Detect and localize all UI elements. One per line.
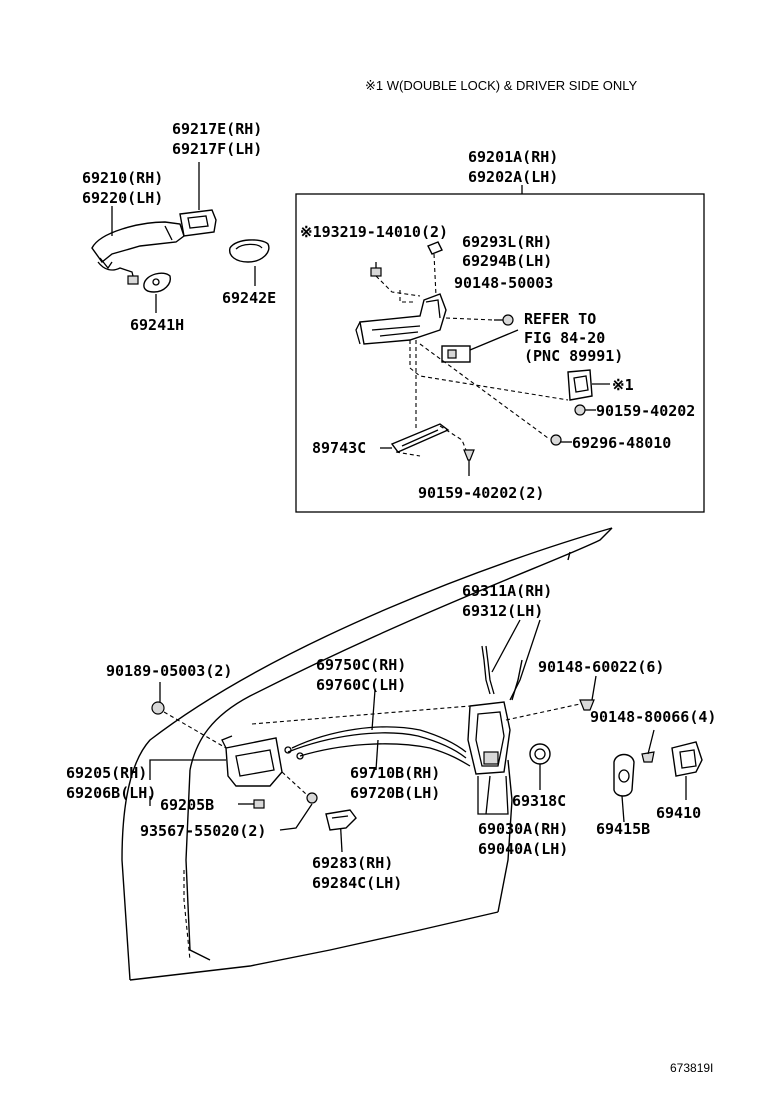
label-69296-48010: 69296-48010 [572,434,671,452]
label-mark-1: ※1 [612,376,634,394]
handle-pad [229,239,270,263]
label-69241H: 69241H [130,316,184,334]
label-69030A: 69030A(RH) [478,820,568,838]
handle-connector [127,275,139,285]
label-90148-80066: 90148-80066(4) [590,708,716,726]
inside-handle [225,737,283,787]
label-69220: 69220(LH) [82,189,163,207]
label-90189: 90189-05003(2) [106,662,232,680]
screw-90159-40202 [574,404,586,416]
screw-90148-80066 [641,751,655,763]
label-69242E: 69242E [222,289,276,307]
clip-90189 [151,701,165,715]
label-69040A: 69040A(LH) [478,840,568,858]
label-69293L: 69293L(RH) [462,233,552,251]
lock-mechanism [359,293,447,345]
refer-to-line1: REFER TO [524,310,596,328]
control-cable-69750C [291,726,467,753]
control-cable-69710B [299,743,471,767]
label-93567: 93567-55020(2) [140,822,266,840]
label-69206B: 69206B(LH) [66,784,156,802]
bolt-69296-48010 [550,434,562,446]
double-lock-unit [567,369,593,401]
bolt-90148-50003 [502,314,514,326]
handle-pad-small [143,272,171,293]
lock-rod-69311A [481,645,491,695]
label-69217F: 69217F(LH) [172,140,262,158]
door-assembly-group: 69311A(RH) 69312(LH) 90189-05003(2) 6975… [66,527,716,981]
detail-box [295,193,705,513]
outside-handle [91,221,185,264]
label-89743C: 89743C [312,439,366,457]
label-69201A: 69201A(RH) [468,148,558,166]
label-90159-40202: 90159-40202 [596,402,695,420]
lock-assembly-box: 69201A(RH) 69202A(LH) [295,148,705,513]
striker-plate-69415B [613,753,635,797]
clip-69293L [427,241,443,255]
label-90159-40202-2: 90159-40202(2) [418,484,544,502]
handle-cap [179,209,217,237]
striker-69410 [671,741,703,777]
outside-handle-group: 69217E(RH) 69217F(LH) 69210(RH) 69220(LH… [82,120,276,334]
bolt-90148-60022 [579,699,595,711]
label-69283: 69283(RH) [312,854,393,872]
refer-to-line3: (PNC 89991) [524,347,623,365]
label-69710B: 69710B(RH) [350,764,440,782]
grommet-69318C [529,743,551,765]
lock-knob-69283 [325,809,357,831]
screw-93567 [306,792,318,804]
label-69720B: 69720B(LH) [350,784,440,802]
door-outline [121,527,613,981]
label-69294B: 69294B(LH) [462,252,552,270]
label-69410: 69410 [656,804,701,822]
label-69205B: 69205B [160,796,214,814]
label-69318C: 69318C [512,792,566,810]
label-93219: ※193219-14010(2) [300,223,448,241]
label-69210: 69210(RH) [82,169,163,187]
screw-69205B [253,799,265,809]
label-69415B: 69415B [596,820,650,838]
label-69284C: 69284C(LH) [312,874,402,892]
label-69760C: 69760C(LH) [316,676,406,694]
header-note: ※1 W(DOUBLE LOCK) & DRIVER SIDE ONLY [365,78,637,93]
label-90148-50003: 90148-50003 [454,274,553,292]
label-69750C: 69750C(RH) [316,656,406,674]
label-69312: 69312(LH) [462,602,543,620]
label-69202A: 69202A(LH) [468,168,558,186]
label-90148-60022: 90148-60022(6) [538,658,664,676]
screw-90159-40202-2 [463,449,475,461]
screw-93219 [370,267,382,277]
label-69205: 69205(RH) [66,764,147,782]
refer-to-line2: FIG 84-20 [524,329,605,347]
label-69217E: 69217E(RH) [172,120,262,138]
figure-id: 673819I [670,1061,713,1075]
label-69311A: 69311A(RH) [462,582,552,600]
